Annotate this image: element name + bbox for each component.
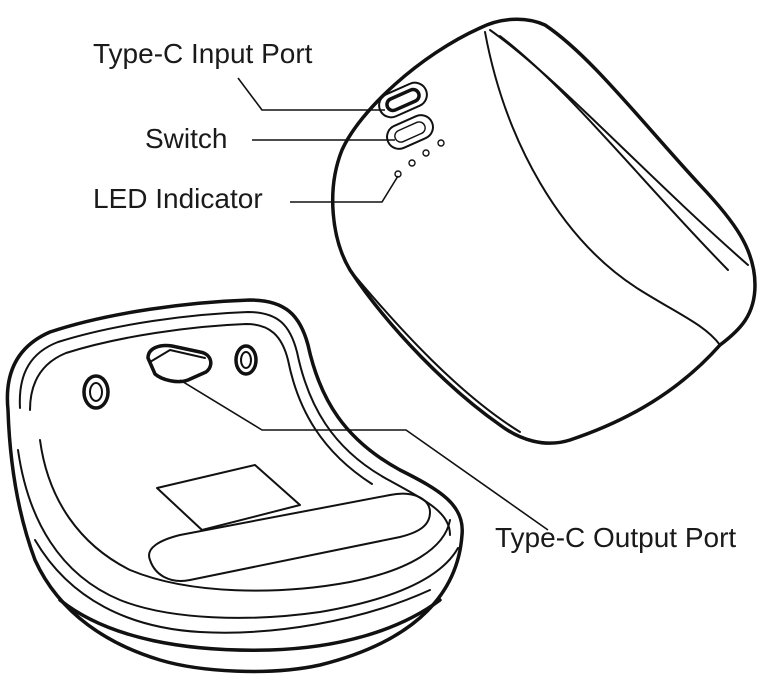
screw-hole-right bbox=[236, 346, 256, 374]
led-dot-2 bbox=[409, 160, 415, 166]
power-bank-top-edge-inner bbox=[500, 36, 728, 270]
type-c-output-port bbox=[148, 346, 211, 382]
power-bank bbox=[333, 19, 755, 443]
label-switch: Switch bbox=[145, 123, 227, 154]
screw-hole-left bbox=[84, 376, 108, 408]
label-output-port: Type-C Output Port bbox=[495, 522, 736, 553]
leader-input-port bbox=[238, 78, 385, 110]
dock-front-band bbox=[18, 450, 458, 618]
label-led: LED Indicator bbox=[93, 183, 263, 214]
label-input-port: Type-C Input Port bbox=[93, 38, 313, 69]
dock bbox=[7, 300, 462, 671]
led-dot-3 bbox=[423, 150, 429, 156]
dock-back-rim bbox=[20, 312, 450, 535]
dock-back-rim-inner bbox=[30, 324, 372, 484]
leader-output-port bbox=[180, 380, 548, 530]
led-indicator bbox=[395, 140, 444, 177]
leader-led bbox=[290, 176, 398, 202]
power-bank-bottom-curve bbox=[350, 270, 520, 432]
power-bank-top-edge bbox=[490, 30, 748, 265]
led-dot-4 bbox=[438, 140, 444, 146]
dock-pad bbox=[157, 465, 300, 530]
